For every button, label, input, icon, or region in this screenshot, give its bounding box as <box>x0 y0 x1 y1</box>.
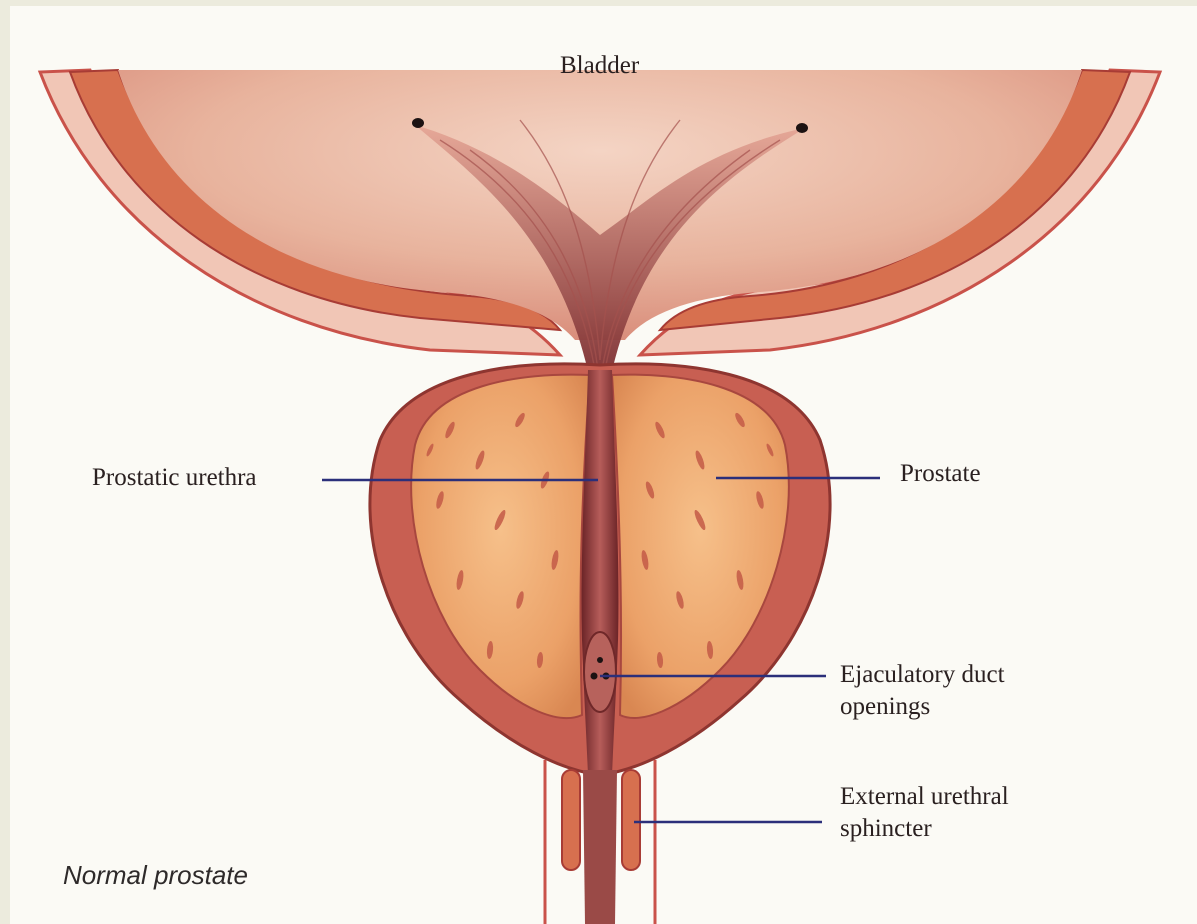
label-ejaculatory-duct-openings: Ejaculatory duct openings <box>840 659 1005 723</box>
left-ureteric-orifice <box>412 118 424 128</box>
figure-caption: Normal prostate <box>63 860 248 891</box>
label-prostate: Prostate <box>900 458 981 490</box>
label-ejaculatory-duct-line2: openings <box>840 691 1005 723</box>
verumontanum <box>584 632 616 712</box>
label-sphincter-line2: sphincter <box>840 813 1009 845</box>
label-ejaculatory-duct-line1: Ejaculatory duct <box>840 659 1005 691</box>
right-ureteric-orifice <box>796 123 808 133</box>
label-prostatic-urethra: Prostatic urethra <box>92 462 257 494</box>
membranous-urethra <box>583 770 617 924</box>
label-bladder: Bladder <box>560 50 639 82</box>
label-sphincter-line1: External urethral <box>840 781 1009 813</box>
label-external-urethral-sphincter: External urethral sphincter <box>840 781 1009 845</box>
ejaculatory-duct-opening-left <box>591 673 598 680</box>
utricle <box>597 657 603 663</box>
